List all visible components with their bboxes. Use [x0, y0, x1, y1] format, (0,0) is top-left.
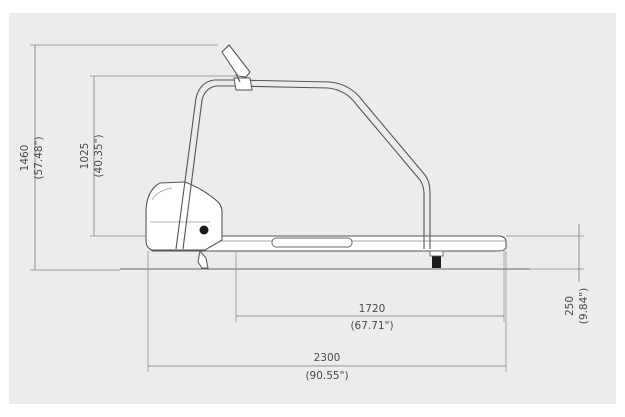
- front-upright-inner: [182, 85, 236, 250]
- handrail-joint: [233, 77, 253, 91]
- dim-height-total-in: (57.48"): [33, 136, 45, 179]
- dim-handrail-mm: 1025: [79, 143, 91, 170]
- dim-belt-in: (67.71"): [350, 320, 393, 332]
- front-roller-knob: [199, 225, 209, 235]
- console-display: [221, 44, 251, 78]
- dim-height-total-mm: 1460: [19, 145, 31, 172]
- dim-total-mm: 2300: [314, 352, 341, 364]
- front-foot: [197, 249, 209, 269]
- console-stem: [235, 73, 241, 83]
- side-step-slot: [271, 237, 353, 248]
- front-upright: [175, 79, 236, 250]
- dim-deck-in: (9.84"): [578, 288, 590, 324]
- dim-handrail-in: (40.35"): [93, 134, 105, 177]
- top-handrail: [235, 79, 431, 249]
- rear-foot: [432, 251, 441, 268]
- dim-belt-mm: 1720: [359, 303, 386, 315]
- drawing-frame: [9, 13, 616, 404]
- dim-deck-mm: 250: [564, 296, 576, 316]
- dim-total-in: (90.55"): [305, 370, 348, 382]
- rear-foot-top: [429, 250, 444, 257]
- top-handrail-inner: [235, 85, 425, 249]
